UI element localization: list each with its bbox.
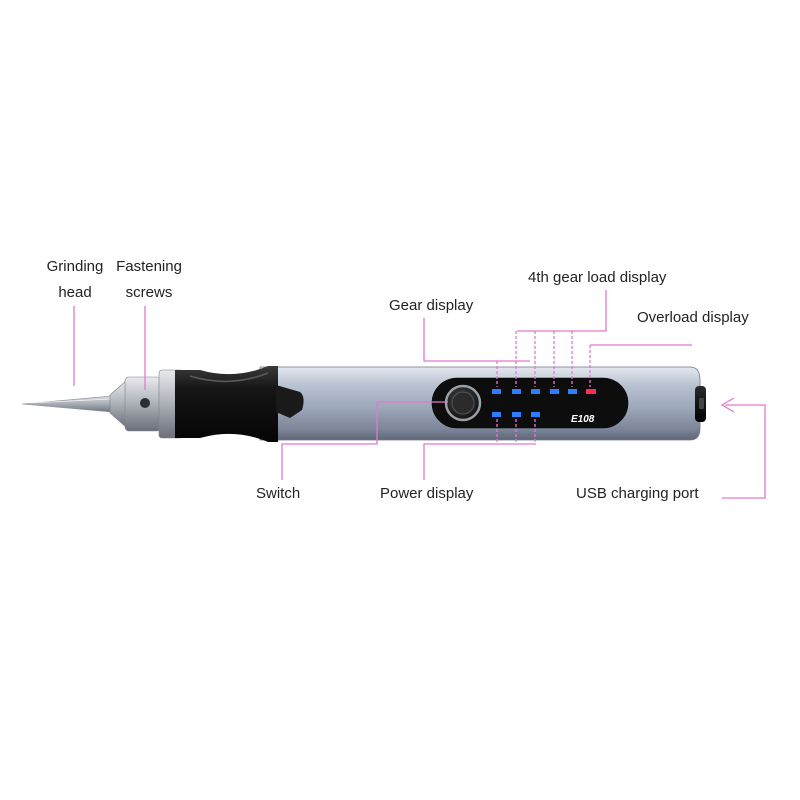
label-overload-display: Overload display	[637, 309, 749, 326]
leader-usb-port	[722, 404, 766, 499]
usb-port	[699, 398, 704, 409]
led-dashed-leaders	[496, 331, 591, 444]
leader-gear-display	[423, 318, 530, 362]
label-gear-display: Gear display	[389, 297, 474, 314]
leader-lines	[73, 290, 766, 499]
model-label: E108	[571, 414, 595, 425]
label-4th-gear-load-display: 4th gear load display	[528, 269, 667, 286]
label-power-display: Power display	[380, 485, 474, 502]
grinding-bit-highlight	[29, 398, 111, 404]
label-switch: Switch	[256, 485, 301, 502]
gear-led-4	[550, 389, 559, 394]
switch-button-face	[451, 391, 475, 415]
gear-led-1	[492, 389, 501, 394]
gear-led-5	[568, 389, 577, 394]
fastening-screw	[140, 398, 150, 408]
usb-arrow-head	[720, 397, 735, 413]
leader-power-display	[423, 443, 536, 480]
label-usb-charging-port: USB charging port	[576, 485, 699, 502]
power-led-2	[512, 412, 521, 417]
label-grinding-head-line-2: head	[58, 284, 92, 301]
label-fastening-screws-line-2: screws	[125, 284, 173, 301]
label-fastening-screws-line-1: Fastening	[116, 258, 182, 275]
grip-highlight	[189, 372, 269, 383]
label-grinding-head-line-1: Grinding	[46, 258, 104, 275]
label-fastening-screws: Fastening screws	[108, 254, 190, 306]
gear-led-2	[512, 389, 521, 394]
label-grinding-head: Grinding head	[36, 254, 114, 306]
collet-cone	[109, 379, 128, 429]
leader-4th-gear-load	[517, 290, 607, 332]
power-led-3	[531, 412, 540, 417]
control-panel	[431, 377, 629, 429]
grinding-bit	[21, 395, 113, 413]
overload-led	[586, 389, 596, 394]
power-led-1	[492, 412, 501, 417]
gear-led-3	[531, 389, 540, 394]
leader-switch	[281, 401, 448, 480]
grip-notch	[276, 385, 304, 418]
rubber-grip	[175, 366, 278, 442]
